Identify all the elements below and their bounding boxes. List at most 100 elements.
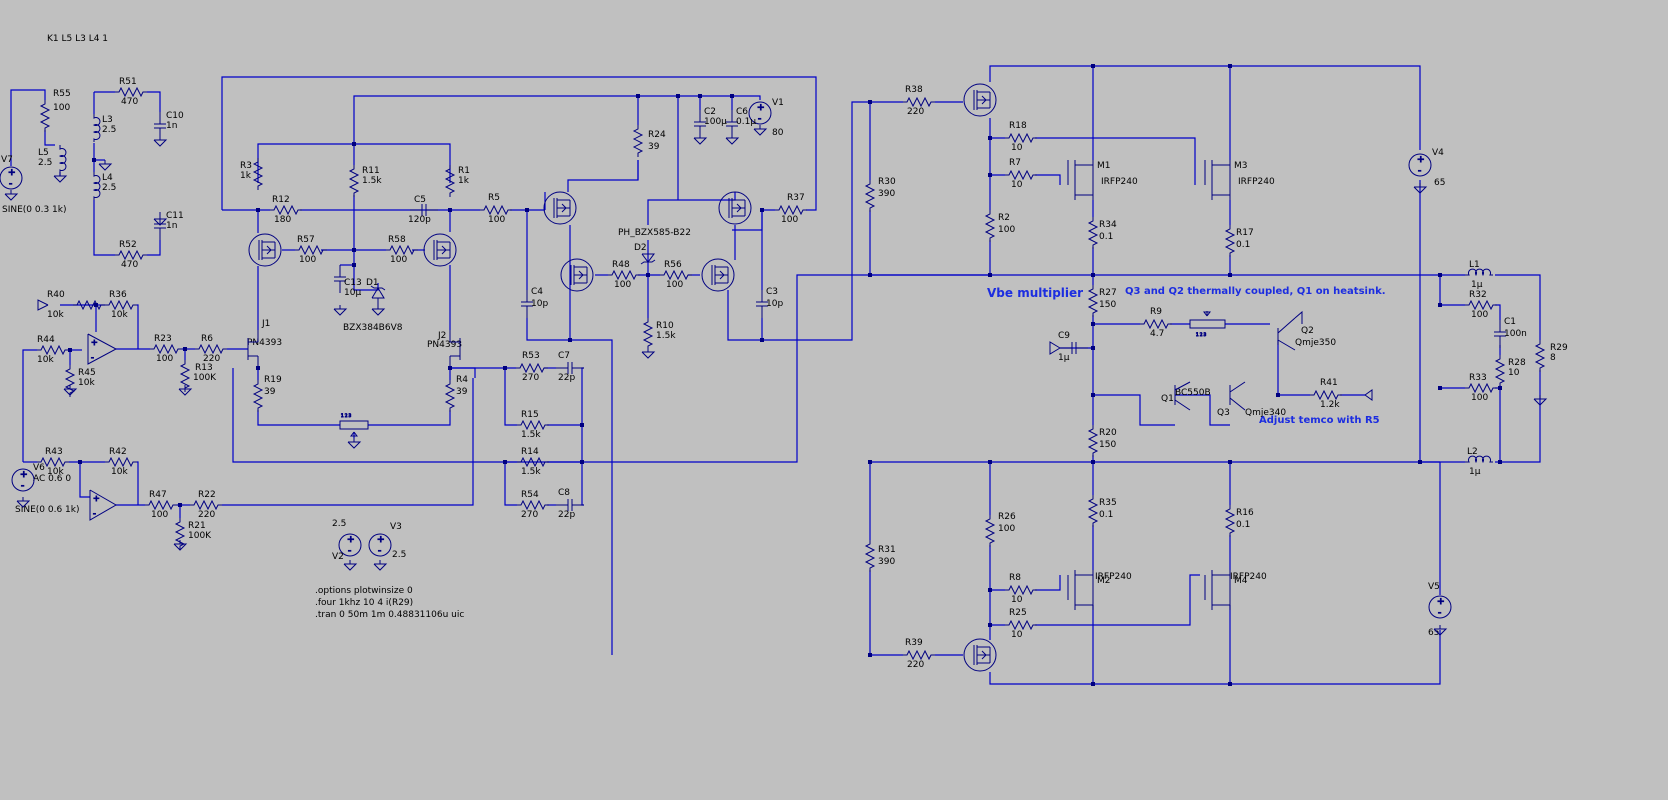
potentiometer-bias[interactable]: 1 2 3 [1189, 311, 1226, 338]
r52-symbol[interactable] [114, 250, 148, 260]
opamp-u1[interactable]: +- [87, 333, 118, 365]
r9-symbol[interactable] [1139, 319, 1173, 329]
r39-symbol[interactable] [902, 650, 936, 660]
bjt-q2[interactable] [1277, 317, 1296, 351]
l5-symbol[interactable] [59, 144, 67, 174]
r2-value-label: 100 [998, 225, 1015, 235]
junction-dots [68, 64, 1502, 686]
r36-symbol[interactable] [104, 300, 138, 310]
c10-symbol[interactable] [153, 111, 167, 141]
mosfet-driver-top[interactable] [963, 83, 997, 117]
zener-d2[interactable] [640, 253, 656, 265]
v3-symbol[interactable] [368, 533, 392, 557]
r56-symbol[interactable] [659, 270, 693, 280]
r26-symbol[interactable] [985, 514, 995, 548]
r47-symbol[interactable] [144, 500, 178, 510]
l4-symbol[interactable] [93, 171, 101, 201]
jfet-j1[interactable] [247, 330, 259, 368]
r44-symbol[interactable] [36, 345, 70, 355]
r21-symbol[interactable] [175, 517, 185, 551]
r41-symbol[interactable] [1309, 390, 1343, 400]
r23-symbol[interactable] [149, 344, 183, 354]
r20-symbol[interactable] [1088, 424, 1098, 458]
v5-symbol[interactable] [1428, 595, 1452, 619]
mosfet-m2[interactable] [1067, 570, 1094, 610]
v7-symbol[interactable] [0, 166, 23, 190]
r27-symbol[interactable] [1088, 284, 1098, 318]
r42-symbol[interactable] [104, 457, 138, 467]
r5-value-label: 100 [488, 215, 505, 225]
v6-symbol[interactable] [11, 468, 35, 492]
l3-symbol[interactable] [93, 113, 101, 143]
potentiometer-offset[interactable]: 1 2 3 [339, 413, 369, 437]
r38-symbol[interactable] [902, 97, 936, 107]
mosfet-vas-1[interactable] [543, 191, 577, 225]
v3-value-label: 2.5 [392, 550, 406, 560]
jfet-j2[interactable] [449, 330, 461, 368]
r34-name-label: R34 [1099, 220, 1117, 230]
r51-symbol[interactable] [114, 87, 148, 97]
mosfet-vas-3[interactable] [701, 258, 735, 292]
r17-symbol[interactable] [1225, 224, 1235, 258]
mosfet-vas-2[interactable] [560, 258, 594, 292]
r54-name-label: R54 [521, 490, 539, 500]
r15-symbol[interactable] [516, 420, 550, 430]
r28-symbol[interactable] [1495, 354, 1505, 388]
r56-value-label: 100 [666, 280, 683, 290]
r29-value-label: 8 [1550, 353, 1556, 363]
r32-symbol[interactable] [1464, 300, 1498, 310]
mosfet-input-left[interactable] [248, 233, 282, 267]
r4-symbol[interactable] [445, 379, 455, 413]
r29-symbol[interactable] [1535, 339, 1545, 373]
r25-symbol[interactable] [1004, 620, 1038, 630]
r7-value-label: 10 [1011, 180, 1023, 190]
spice-directive-four: .four 1khz 10 4 i(R29) [315, 598, 413, 608]
v2-name-label: V2 [332, 552, 344, 562]
r54-symbol[interactable] [516, 500, 550, 510]
r31-symbol[interactable] [865, 539, 875, 573]
r37-symbol[interactable] [774, 205, 808, 215]
v5-name-label: V5 [1428, 582, 1440, 592]
d1-model-label: BZX384B6V8 [343, 323, 403, 333]
opamp-u2[interactable]: +- [89, 489, 118, 521]
mosfet-driver-bottom[interactable] [963, 638, 997, 672]
v4-symbol[interactable] [1408, 153, 1432, 177]
r42-value-label: 10k [111, 467, 128, 477]
r53-symbol[interactable] [515, 363, 549, 373]
r6-symbol[interactable] [194, 344, 228, 354]
r51-name-label: R51 [119, 77, 137, 87]
r5-symbol[interactable] [479, 205, 513, 215]
mosfet-m3[interactable] [1204, 160, 1231, 200]
mosfet-m4[interactable] [1204, 570, 1231, 610]
r1-value-label: 1k [458, 176, 470, 186]
r33-symbol[interactable] [1464, 383, 1498, 393]
r10-symbol[interactable] [643, 317, 653, 351]
zener-d1[interactable] [370, 285, 386, 305]
l5-name-label: L5 [38, 148, 49, 158]
m4-value-label: IRFP240 [1230, 572, 1267, 582]
r55-name-label: R55 [53, 89, 71, 99]
bjt-q3[interactable] [1229, 381, 1246, 411]
mosfet-input-right[interactable] [423, 233, 457, 267]
r19-symbol[interactable] [253, 379, 263, 413]
v4-name-label: V4 [1432, 148, 1444, 158]
r11-symbol[interactable] [349, 164, 359, 198]
r28-name-label: R28 [1508, 358, 1526, 368]
r30-symbol[interactable] [865, 179, 875, 213]
v5-value-label: 65 [1428, 628, 1439, 638]
r12-symbol[interactable] [269, 205, 303, 215]
r8-symbol[interactable] [1004, 585, 1038, 595]
r16-symbol[interactable] [1225, 504, 1235, 538]
r55-symbol[interactable] [40, 99, 50, 133]
bjt-q1[interactable] [1174, 381, 1191, 411]
r7-symbol[interactable] [1004, 170, 1038, 180]
r34-symbol[interactable] [1088, 216, 1098, 250]
r48-symbol[interactable] [607, 270, 641, 280]
r22-symbol[interactable] [189, 500, 223, 510]
mosfet-m1[interactable] [1067, 160, 1094, 200]
r24-symbol[interactable] [633, 124, 643, 158]
r35-symbol[interactable] [1088, 494, 1098, 528]
r2-symbol[interactable] [985, 209, 995, 243]
r18-symbol[interactable] [1004, 133, 1038, 143]
